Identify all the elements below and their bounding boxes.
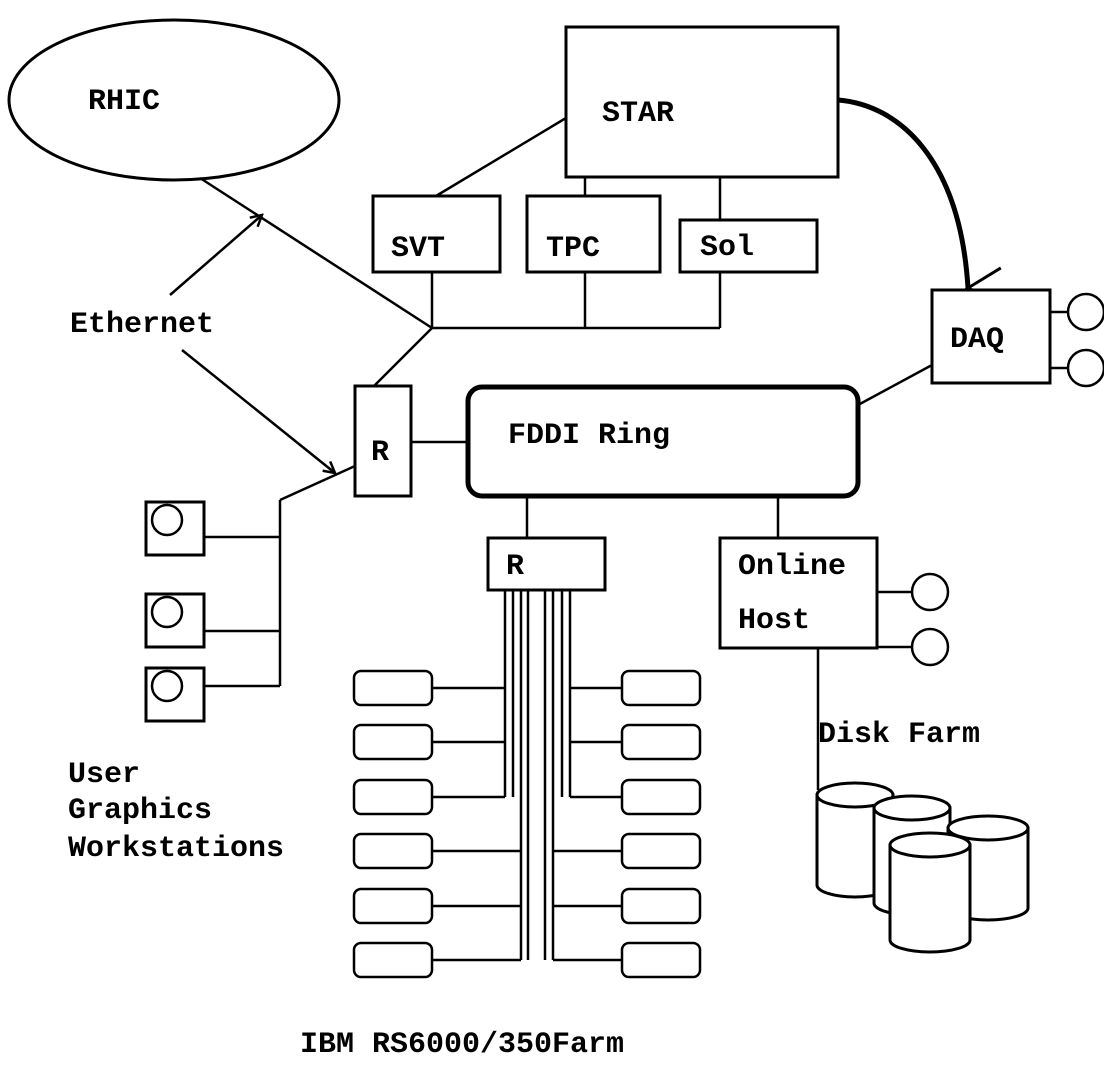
user-workstation-1 bbox=[144, 500, 206, 557]
farm-node-right-6 bbox=[620, 941, 702, 979]
sol-label: Sol bbox=[700, 231, 754, 265]
sol-box: Sol bbox=[678, 218, 819, 274]
farm-node-left-3 bbox=[352, 778, 434, 816]
workstations-label-line1: User bbox=[68, 758, 140, 792]
daq-tape-drive-2 bbox=[1066, 348, 1104, 388]
daq-box: DAQ bbox=[930, 288, 1052, 385]
ibm-farm-label: IBM RS6000/350Farm bbox=[300, 1028, 624, 1062]
bus-router-link bbox=[373, 327, 433, 387]
farm-node-left-6 bbox=[352, 941, 434, 979]
svt-label: SVT bbox=[391, 232, 445, 266]
ethernet-arrow-down bbox=[181, 349, 335, 473]
host-tape-drive-1 bbox=[910, 572, 950, 612]
fddi-label: FDDI Ring bbox=[508, 419, 670, 453]
farm-node-left-1 bbox=[352, 669, 434, 707]
user-workstation-2 bbox=[144, 592, 206, 649]
router-user-link bbox=[279, 464, 356, 502]
router-top: R bbox=[353, 384, 413, 498]
online-host: Online Host bbox=[718, 536, 879, 650]
tpc-label: TPC bbox=[546, 232, 600, 266]
farm-node-right-3 bbox=[620, 778, 702, 816]
daq-tape-drive-1 bbox=[1066, 292, 1104, 332]
online-host-label-line2: Host bbox=[738, 604, 810, 638]
farm-node-left-4 bbox=[352, 832, 434, 870]
host-tape-drive-2 bbox=[910, 627, 950, 667]
daq-label: DAQ bbox=[950, 323, 1004, 357]
disk-farm bbox=[815, 781, 1030, 954]
router-bottom-label: R bbox=[506, 550, 524, 584]
user-workstation-3 bbox=[144, 666, 206, 723]
rhic-accelerator: RHIC bbox=[7, 18, 341, 182]
daq-fddi-link bbox=[857, 363, 933, 407]
svt-box: SVT bbox=[371, 194, 502, 274]
router-top-label: R bbox=[371, 436, 389, 470]
router-bottom: R bbox=[486, 536, 607, 592]
farm-node-right-2 bbox=[620, 723, 702, 761]
star-svt-link bbox=[435, 116, 567, 198]
star-detector: STAR bbox=[564, 25, 840, 179]
online-host-label-line1: Online bbox=[738, 550, 846, 584]
farm-node-right-5 bbox=[620, 887, 702, 925]
rhic-ethernet-link bbox=[199, 176, 433, 330]
ethernet-label: Ethernet bbox=[70, 308, 214, 342]
farm-node-right-4 bbox=[620, 832, 702, 870]
disk-farm-label: Disk Farm bbox=[818, 718, 980, 752]
rhic-label: RHIC bbox=[88, 85, 160, 119]
tpc-box: TPC bbox=[525, 194, 662, 274]
farm-node-right-1 bbox=[620, 669, 702, 707]
star-daq-arrow bbox=[837, 97, 1004, 306]
workstations-label-line2: Graphics bbox=[68, 794, 212, 828]
star-label: STAR bbox=[602, 97, 674, 131]
ibm-farm bbox=[352, 590, 702, 979]
farm-node-left-5 bbox=[352, 887, 434, 925]
farm-node-left-2 bbox=[352, 723, 434, 761]
workstations-label-line3: Workstations bbox=[68, 832, 284, 866]
disk-4 bbox=[888, 831, 972, 954]
ethernet-arrow-up bbox=[169, 215, 262, 296]
fddi-ring: FDDI Ring bbox=[465, 384, 861, 499]
